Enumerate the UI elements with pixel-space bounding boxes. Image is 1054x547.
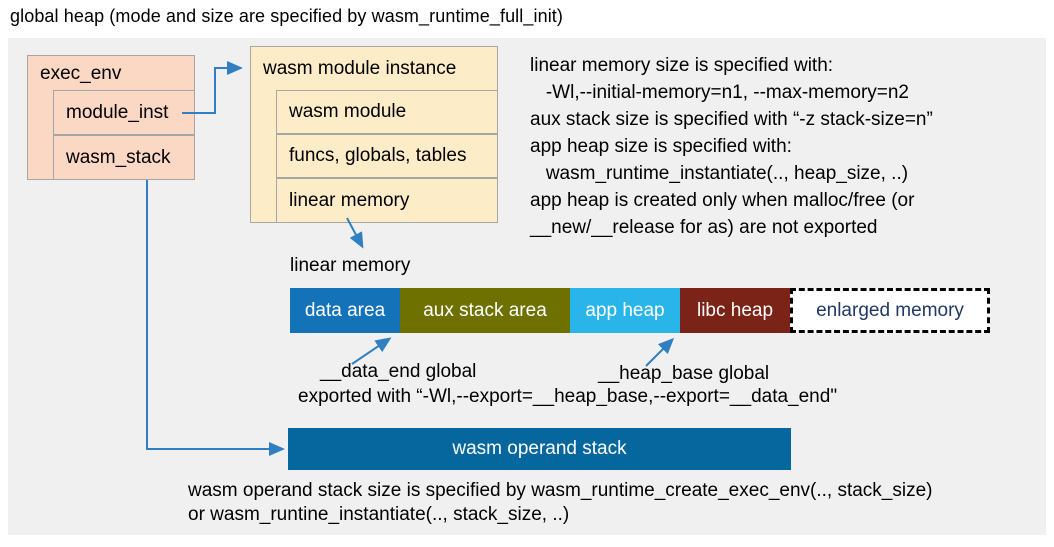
wasm-operand-stack-bar: wasm operand stack bbox=[288, 428, 791, 470]
note-line: __new/__release for as) are not exported bbox=[530, 217, 878, 238]
segment-libc-heap: libc heap bbox=[680, 288, 790, 333]
module-instance-header: wasm module instance bbox=[263, 58, 457, 79]
footer-note: wasm operand stack size is specified by … bbox=[188, 479, 933, 527]
heap-base-global-label: __heap_base global bbox=[598, 363, 770, 384]
note-line: wasm_runtime_instantiate(.., heap_size, … bbox=[530, 163, 909, 184]
note-line: app heap size is specified with: bbox=[530, 136, 792, 157]
module-instance-row-linear-memory: linear memory bbox=[276, 178, 498, 223]
segment-aux-stack-area: aux stack area bbox=[400, 288, 570, 333]
data-end-global-label: __data_end global bbox=[320, 361, 477, 382]
module-instance-row-wasm-module: wasm module bbox=[276, 90, 498, 134]
page-title: global heap (mode and size are specified… bbox=[10, 6, 563, 26]
exec-env-row-module-inst: module_inst bbox=[53, 90, 195, 135]
module-instance-row-funcs-globals-tables: funcs, globals, tables bbox=[276, 134, 498, 178]
linear-memory-label: linear memory bbox=[290, 255, 411, 276]
segment-enlarged-memory: enlarged memory bbox=[790, 288, 990, 333]
export-note: exported with “-Wl,--export=__heap_base,… bbox=[298, 386, 838, 407]
exec-env-header: exec_env bbox=[40, 62, 122, 84]
note-line: app heap is created only when malloc/fre… bbox=[530, 190, 915, 211]
footer-line: wasm operand stack size is specified by … bbox=[188, 480, 933, 501]
note-line: -Wl,--initial-memory=n1, --max-memory=n2 bbox=[530, 82, 909, 103]
note-line: aux stack size is specified with “-z sta… bbox=[530, 109, 933, 130]
segment-app-heap: app heap bbox=[570, 288, 680, 333]
segment-data-area: data area bbox=[290, 288, 400, 333]
exec-env-row-wasm-stack: wasm_stack bbox=[53, 135, 195, 180]
linear-memory-notes: linear memory size is specified with: -W… bbox=[530, 52, 933, 241]
footer-line: or wasm_runtine_instantiate(.., stack_si… bbox=[188, 504, 570, 525]
note-line: linear memory size is specified with: bbox=[530, 55, 834, 76]
